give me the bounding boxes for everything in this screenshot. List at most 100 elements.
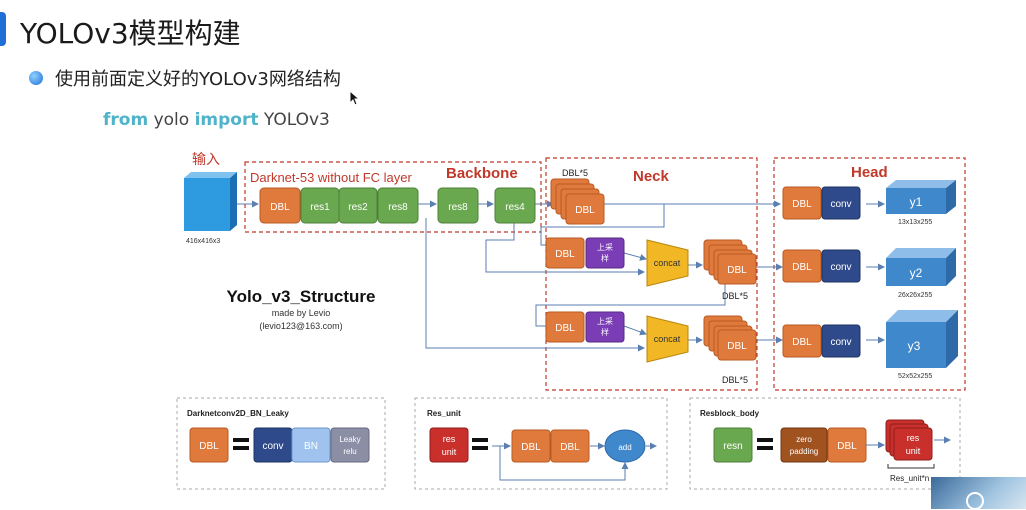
bullet-text: 使用前面定义好的YOLOv3网络结构 [55, 69, 341, 90]
legend-res-unit-label-1: res [443, 434, 456, 444]
legend-zero-label-1: zero [796, 435, 812, 444]
slide-edge-marker [0, 12, 6, 46]
legend-dbl-label: DBL [199, 441, 219, 452]
code-module: yolo [153, 110, 190, 130]
concat-row2-label: concat [654, 258, 681, 268]
head-row2: DBL conv [782, 249, 861, 283]
legend-resblock-title: Resblock_body [700, 409, 760, 418]
upsample-row3-label-1: 上采 [597, 316, 613, 326]
legend-res-equals-icon [472, 438, 488, 450]
input-label: 输入 [192, 151, 220, 167]
neck-row3-dbl-label: DBL [555, 323, 575, 334]
legend-equals-icon [233, 438, 249, 450]
structure-author: made by Levio [272, 308, 331, 318]
neck-dbl5-stack-top: DBL [550, 178, 605, 225]
res2-label: res2 [348, 202, 368, 213]
legend-resn-label: resn [723, 441, 742, 452]
legend-leaky-label-2: relu [343, 447, 356, 456]
legend-resblock-frame [689, 397, 961, 490]
neck-row3-dbl5-caption: DBL*5 [722, 375, 748, 385]
legend-resblock-dbl-label: DBL [837, 441, 857, 452]
input-size-label: 416x416x3 [186, 238, 220, 245]
output-y3-cube: y3 [886, 310, 958, 368]
neck-row2-dbl5-label: DBL [727, 265, 747, 276]
legend-res-dbl-2: DBL [550, 429, 590, 463]
res4-block: res4 [494, 187, 536, 224]
mouse-cursor-icon [349, 90, 361, 106]
backbone-dbl-block: DBL [259, 187, 301, 224]
structure-title: Yolo_v3_Structure [227, 287, 376, 306]
legend-res-unit-label-2: unit [442, 447, 457, 457]
neck-row2-upsample-block: 上采 样 [585, 237, 625, 269]
legend-leaky-block: Leaky relu [330, 427, 370, 463]
backbone-label: Backbone [446, 165, 518, 182]
webcam-indicator-icon [966, 492, 984, 510]
output-y3-size: 52x52x255 [898, 373, 932, 380]
legend-add-label: add [618, 443, 631, 452]
head-frame [773, 157, 966, 391]
legend-res-unit-stack: res unit [885, 419, 933, 461]
legend-res-unit-frame [414, 397, 668, 490]
head-label: Head [851, 164, 888, 181]
head-row3: DBL conv [782, 324, 861, 358]
neck-dbl5-top-label: DBL [575, 205, 595, 216]
slide-title: YOLOv3模型构建 [20, 17, 241, 50]
legend-res-unit-n-label: Res_unit*n [890, 474, 929, 483]
output-y1-cube: y1 [886, 180, 956, 214]
neck-row2-dbl-label: DBL [555, 249, 575, 260]
head-row3-conv-label: conv [830, 337, 851, 348]
structure-email: (levio123@163.com) [259, 321, 342, 331]
concat-row3-label: concat [654, 334, 681, 344]
input-tensor-cube [184, 172, 237, 231]
res8-second-label: res8 [448, 202, 468, 213]
neck-dbl5-top-caption: DBL*5 [562, 168, 588, 178]
legend-resn-block: resn [713, 427, 753, 463]
legend-res-dbl-1-label: DBL [521, 442, 541, 453]
code-line: from yolo import YOLOv3 [103, 110, 330, 130]
legend-resblock-equals-icon [757, 438, 773, 450]
neck-label: Neck [633, 168, 670, 185]
darknet-title: Darknet-53 without FC layer [250, 170, 413, 185]
legend-res-dbl-1: DBL [511, 429, 551, 463]
head-row1: DBL conv [782, 186, 861, 220]
legend-leaky-label-1: Leaky [339, 435, 360, 444]
legend-dbl-title: Darknetconv2D_BN_Leaky [187, 409, 289, 418]
legend-bn-block: BN [291, 427, 331, 463]
res4-label: res4 [505, 202, 525, 213]
legend-conv-block: conv [253, 427, 293, 463]
legend-bn-label: BN [304, 441, 318, 452]
neck-frame [545, 157, 758, 391]
legend-res-dbl-2-label: DBL [560, 442, 580, 453]
legend-res-unit-block: res unit [429, 427, 469, 463]
res8-second-block: res8 [437, 187, 479, 224]
bullet-icon [29, 71, 43, 85]
legend-res-unit-title: Res_unit [427, 409, 461, 418]
legend-zero-label-2: padding [790, 447, 818, 456]
upsample-row2-label-1: 上采 [597, 242, 613, 252]
output-y2-cube: y2 [886, 248, 956, 286]
output-y2-label: y2 [910, 266, 923, 280]
res8-first-block: res8 [377, 187, 419, 224]
upsample-row3-label-2: 样 [601, 327, 609, 337]
neck-row2-dbl5-caption: DBL*5 [722, 291, 748, 301]
res8-first-label: res8 [388, 202, 408, 213]
res1-label: res1 [310, 202, 330, 213]
head-row1-dbl-label: DBL [792, 199, 812, 210]
head-row3-dbl-label: DBL [792, 337, 812, 348]
head-row1-conv-label: conv [830, 199, 851, 210]
output-y2-size: 26x26x255 [898, 292, 932, 299]
neck-row3-dbl5-label: DBL [727, 341, 747, 352]
neck-row3-dbl-block: DBL [545, 311, 585, 343]
neck-row2-dbl-block: DBL [545, 237, 585, 269]
code-class-name: YOLOv3 [263, 110, 330, 130]
legend-resblock-dbl: DBL [827, 427, 867, 463]
code-keyword-from: from [103, 110, 149, 130]
upsample-row2-label-2: 样 [601, 253, 609, 263]
legend-stack-label-1: res [907, 433, 920, 443]
output-y1-label: y1 [910, 195, 923, 209]
head-row2-dbl-label: DBL [792, 262, 812, 273]
legend-zero-padding-block: zero padding [780, 427, 828, 463]
legend-conv-label: conv [262, 441, 283, 452]
output-y3-label: y3 [908, 339, 921, 353]
